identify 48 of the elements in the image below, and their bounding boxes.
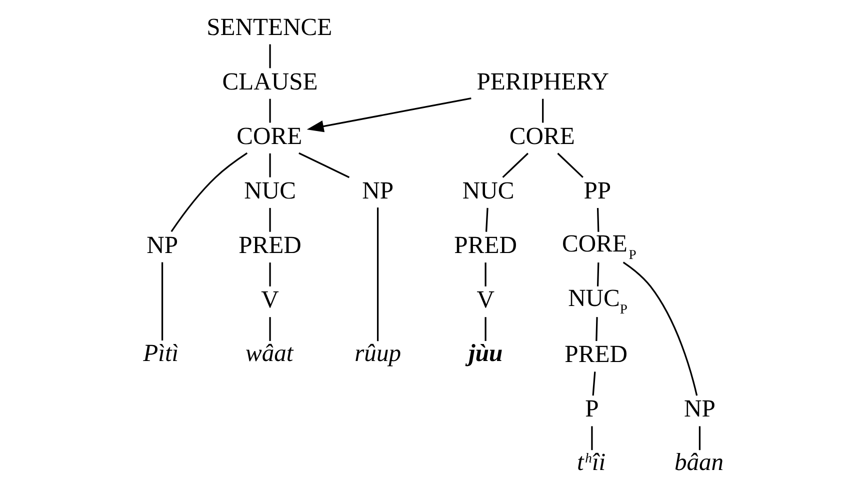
node-text: PRED — [238, 232, 301, 259]
node-text: P — [584, 396, 598, 423]
connector — [596, 262, 599, 286]
node-text: PERIPHERY — [476, 68, 609, 96]
connector — [590, 426, 592, 450]
node-text: NUC — [244, 177, 296, 204]
connector — [596, 208, 599, 232]
node-text: PRED — [564, 341, 627, 368]
connector — [160, 262, 163, 340]
node-text: bâan — [674, 448, 724, 476]
node-text: NUC — [462, 177, 514, 204]
node-text: PP — [583, 177, 611, 204]
node-text: CORE — [236, 122, 302, 150]
node-text: NP — [362, 177, 394, 204]
connector — [484, 208, 488, 232]
node-text: CORE$_{P}$ — [561, 230, 636, 262]
connector — [170, 152, 248, 232]
connector — [622, 262, 698, 396]
connector — [502, 152, 528, 178]
connector — [268, 262, 270, 286]
node-text: SENTENCE — [206, 14, 332, 41]
arrow — [306, 98, 471, 132]
node-text: t$^{h}$îi — [576, 448, 606, 476]
node-text: wâat — [244, 340, 293, 367]
connector — [595, 317, 598, 341]
connector — [484, 262, 486, 286]
connector — [268, 44, 270, 68]
connector — [268, 208, 270, 232]
node-text: PRED — [454, 232, 516, 259]
connector — [484, 317, 486, 341]
connector — [298, 152, 350, 178]
connector — [698, 426, 700, 450]
node-text: V — [260, 286, 278, 314]
connector — [268, 153, 270, 178]
node-text: Pìtì — [142, 340, 178, 367]
node-text: CORE — [508, 122, 574, 150]
connector — [376, 208, 378, 342]
node-text: NP — [684, 396, 715, 423]
connector — [268, 98, 270, 123]
node-text: CLAUSE — [222, 68, 318, 96]
node-text: rûup — [354, 340, 400, 367]
connector — [268, 317, 270, 341]
connector — [542, 98, 544, 123]
connector — [556, 152, 583, 178]
node-text: NP — [146, 232, 178, 259]
node-text: NUC$_{P}$ — [568, 285, 627, 317]
node-text: V — [476, 286, 494, 314]
connector — [592, 372, 596, 396]
